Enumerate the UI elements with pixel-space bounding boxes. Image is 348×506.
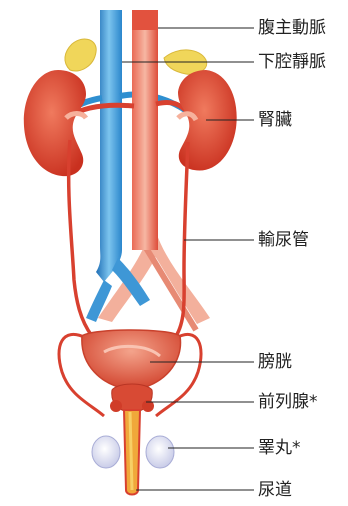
urinary-bladder [82,330,181,390]
label-prostate: 前列腺* [258,392,318,412]
label-abdominal-aorta: 腹主動脈 [258,18,326,38]
label-ureter: 輸尿管 [258,230,309,250]
label-inferior-vena-cava: 下腔靜脈 [258,52,326,72]
right-testis [146,436,174,468]
left-testis [92,436,120,468]
label-urethra: 尿道 [258,480,292,500]
label-bladder: 膀胱 [258,352,292,372]
left-adrenal-gland [65,39,96,71]
label-kidney: 腎臟 [258,110,292,130]
left-kidney [24,70,86,176]
label-testis: 睪丸* [258,438,301,458]
